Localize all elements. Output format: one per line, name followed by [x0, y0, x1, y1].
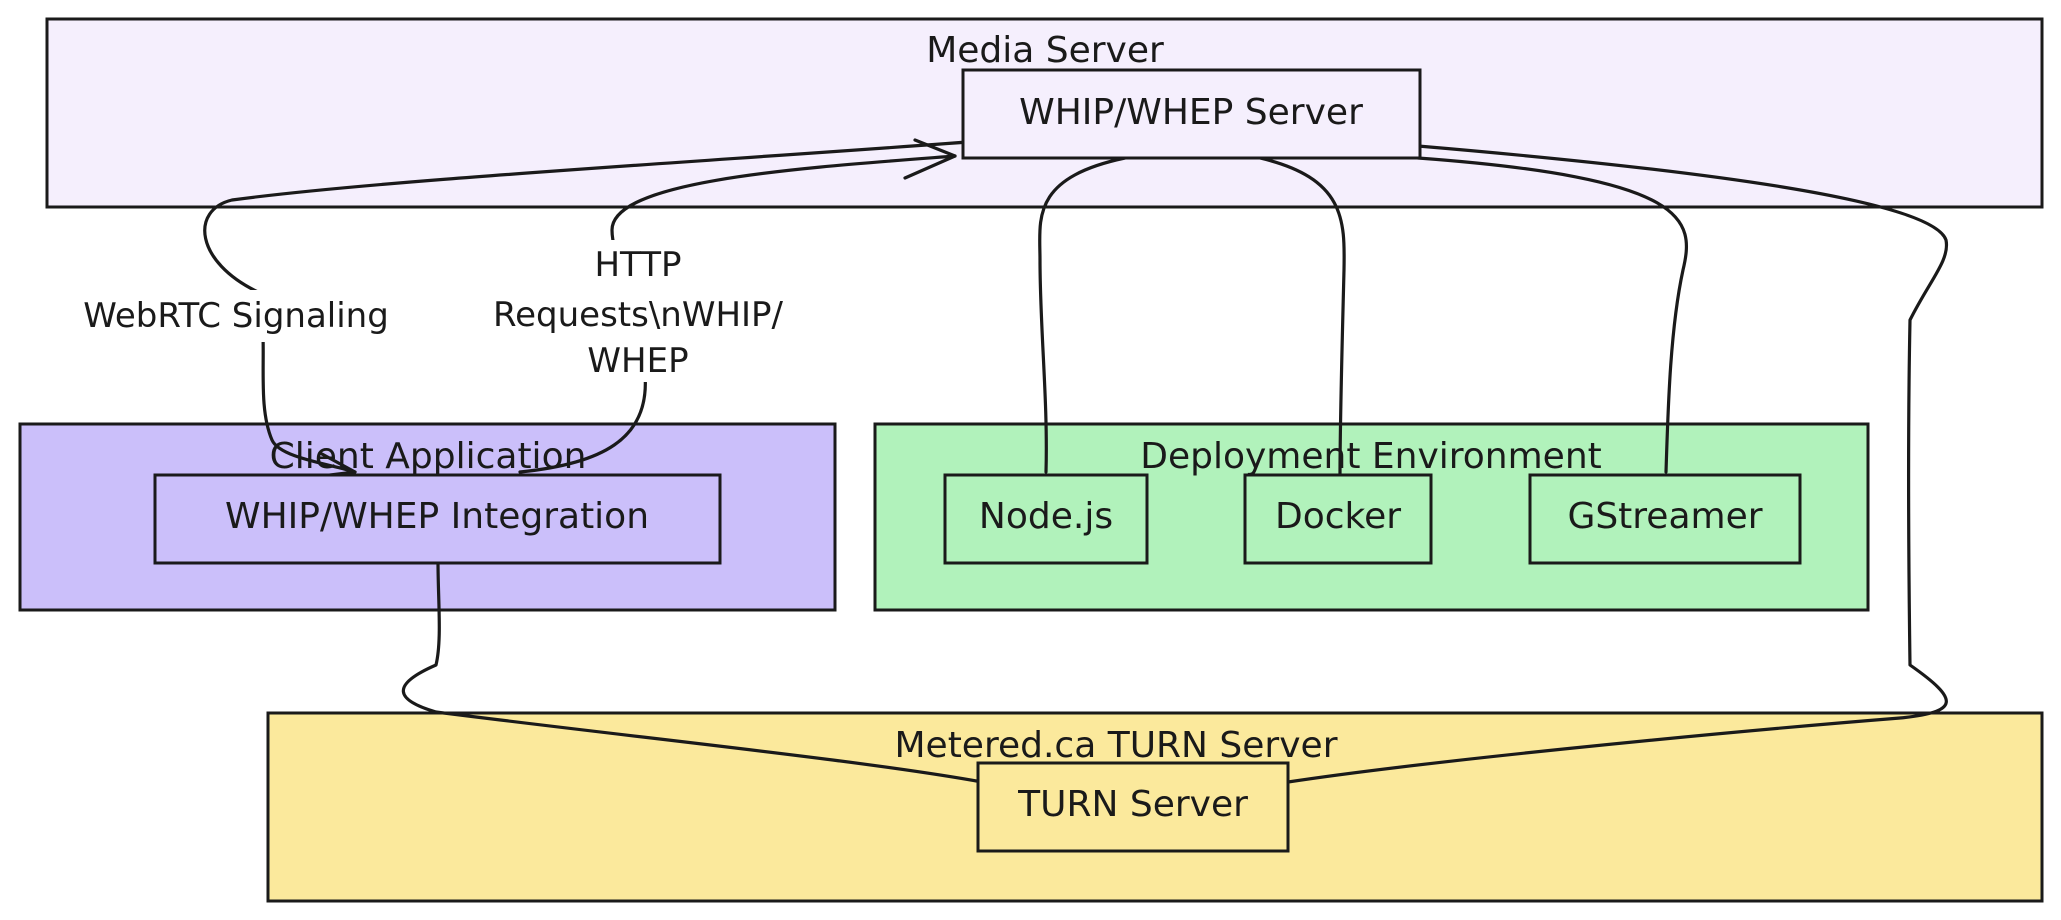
edges: [203, 138, 1949, 784]
turn-server-group-title: Metered.ca TURN Server: [894, 725, 1337, 766]
docker-box: [1243, 473, 1433, 565]
edge-http-requests-arrowhead: [903, 138, 957, 180]
whip-whep-integration-label: WHIP/WHEP Integration: [225, 496, 649, 537]
whip-whep-server-box: [961, 68, 1422, 160]
edge-server-gstreamer: [1416, 156, 1689, 474]
whip-whep-server-label: WHIP/WHEP Server: [1019, 92, 1363, 133]
whip-whep-integration-box: [153, 473, 722, 565]
node-nodejs: Node.js: [943, 473, 1149, 565]
http-requests-label-line-2: Requests\nWHIP/: [493, 295, 784, 335]
node-whip-whep-server: WHIP/WHEP Server: [961, 68, 1422, 160]
deployment-environment-title: Deployment Environment: [1140, 436, 1602, 477]
edge-label-http-requests-bg: [458, 240, 818, 382]
gstreamer-box: [1528, 473, 1802, 565]
turn-server-box: [976, 761, 1290, 853]
edge-label-http-requests: HTTP Requests\nWHIP/ WHEP: [458, 240, 818, 382]
media-server-title: Media Server: [926, 30, 1164, 71]
gstreamer-label: GStreamer: [1567, 496, 1762, 537]
edge-server-turn: [1286, 144, 1949, 784]
docker-label: Docker: [1275, 496, 1401, 537]
webrtc-signaling-label: WebRTC Signaling: [83, 296, 389, 336]
edge-label-webrtc-signaling: WebRTC Signaling: [60, 290, 412, 342]
edge-webrtc-signaling: [203, 138, 997, 474]
node-whip-whep-integration: WHIP/WHEP Integration: [153, 473, 722, 565]
http-requests-label-line-1: HTTP: [594, 245, 681, 285]
edge-server-docker: [1258, 156, 1346, 478]
nodejs-label: Node.js: [979, 496, 1113, 537]
edge-label-webrtc-signaling-bg: [60, 290, 412, 342]
node-turn-server: TURN Server: [976, 761, 1290, 853]
edge-server-nodejs: [1038, 156, 1127, 474]
turn-server-label: TURN Server: [1017, 784, 1248, 825]
http-requests-label-line-3: WHEP: [587, 341, 688, 381]
nodejs-box: [943, 473, 1149, 565]
edge-integration-turn: [401, 560, 984, 784]
node-gstreamer: GStreamer: [1528, 473, 1802, 565]
node-docker: Docker: [1243, 473, 1433, 565]
